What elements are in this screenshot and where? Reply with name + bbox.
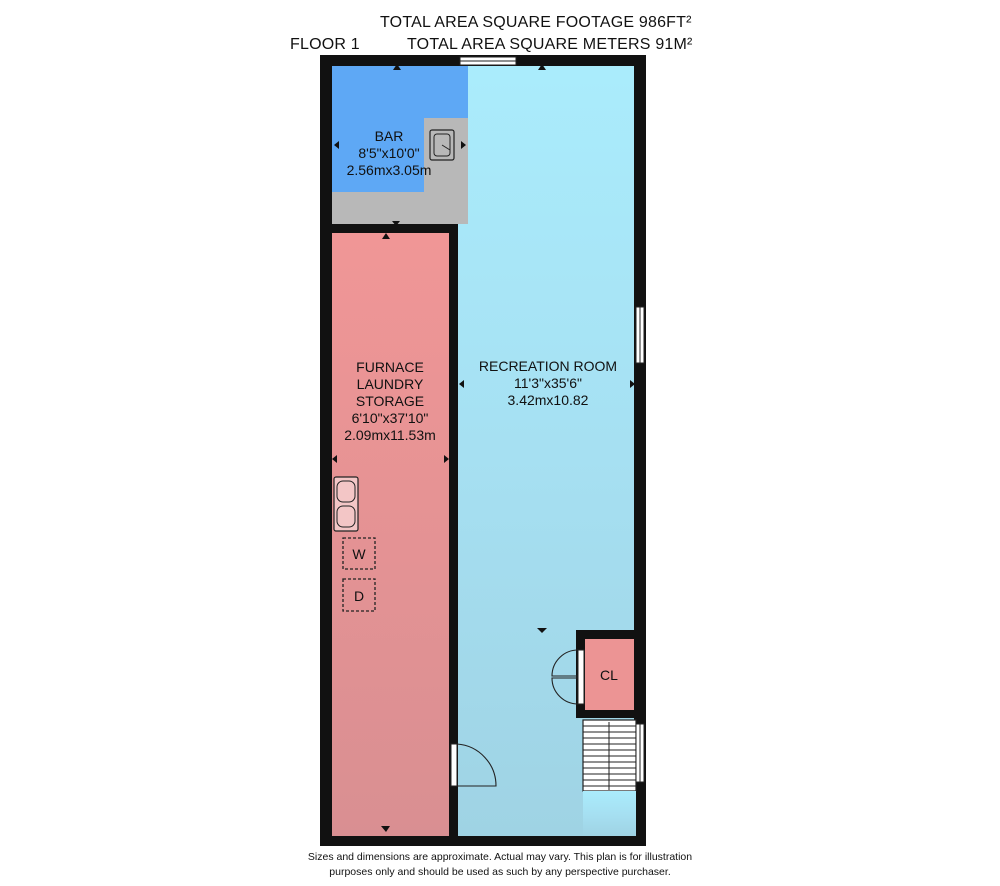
furnace-name-line1: FURNACE (356, 359, 424, 375)
bar-dim-metric: 2.56mx3.05m (347, 162, 432, 178)
furnace-name-line2: LAUNDRY (357, 376, 424, 392)
bar-name: BAR (375, 128, 404, 144)
bar-dim-imperial: 8'5"x10'0" (358, 145, 419, 161)
furnace-name-line3: STORAGE (356, 393, 424, 409)
furnace-room-floor (332, 233, 449, 836)
washer (342, 537, 376, 570)
laundry-tub (333, 476, 359, 532)
recreation-dim-imperial: 11'3"x35'6" (514, 375, 582, 391)
closet-floor (585, 639, 634, 710)
dimension-markers (332, 64, 635, 832)
furnace-dim-imperial: 6'10"x37'10" (352, 410, 429, 426)
disclaimer-line1: Sizes and dimensions are approximate. Ac… (307, 851, 693, 863)
dryer (342, 578, 376, 612)
dryer-label: D (354, 588, 364, 604)
bar-sink-basin (433, 133, 451, 157)
washer-label: W (352, 546, 366, 562)
disclaimer: Sizes and dimensions are approximate. Ac… (250, 850, 750, 880)
furnace-dim-metric: 2.09mx11.53m (344, 427, 436, 443)
disclaimer-line2: purposes only and should be used as such… (329, 866, 671, 878)
total-sqm-label: TOTAL AREA SQUARE METERS 91M² (407, 36, 693, 53)
recreation-dim-metric: 3.42mx10.82 (508, 392, 589, 408)
interior-wall-furnace (449, 224, 458, 846)
furnace-door (450, 743, 458, 787)
furnace-door-swing (456, 743, 497, 787)
floor-label: FLOOR 1 (290, 36, 360, 53)
closet-door-swing (551, 649, 579, 677)
bar-sink (429, 129, 455, 161)
total-sqft-label: TOTAL AREA SQUARE FOOTAGE 986FT² (380, 14, 692, 31)
interior-wall-bar (320, 224, 458, 233)
closet-name: CL (600, 667, 618, 683)
recreation-name: RECREATION ROOM (479, 358, 617, 374)
